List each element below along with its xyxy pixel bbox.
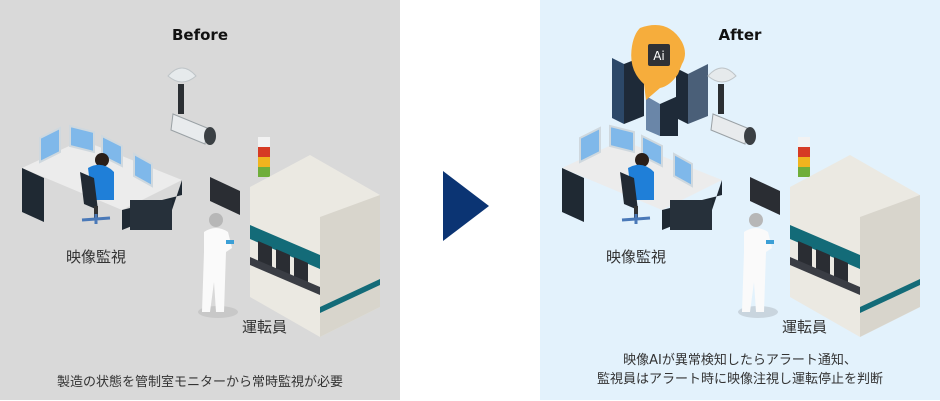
before-title: Before bbox=[171, 26, 228, 44]
after-caption-line2: 監視員はアラート時に映像注視し運転停止を判断 bbox=[596, 372, 883, 387]
ai-chip-label: Ai bbox=[653, 49, 665, 63]
manufacturing-machine-illustration bbox=[750, 137, 920, 337]
monitoring-label: 映像監視 bbox=[606, 248, 667, 266]
after-caption: 映像AIが異常検知したらアラート通知、 監視員はアラート時に映像注視し運転停止を… bbox=[540, 351, 940, 389]
after-caption-line1: 映像AIが異常検知したらアラート通知、 bbox=[623, 353, 857, 368]
operator-label: 運転員 bbox=[782, 318, 828, 336]
manufacturing-machine-illustration bbox=[210, 137, 380, 337]
control-room-desk-illustration bbox=[22, 124, 182, 230]
security-camera-icon bbox=[167, 67, 216, 145]
after-panel: After Ai bbox=[540, 0, 940, 400]
control-room-desk-illustration bbox=[562, 124, 722, 230]
monitoring-label: 映像監視 bbox=[66, 248, 127, 266]
before-caption: 製造の状態を管制室モニターから常時監視が必要 bbox=[56, 375, 343, 390]
security-camera-icon bbox=[707, 67, 756, 145]
after-title: After bbox=[718, 26, 762, 44]
triangle-right-icon bbox=[443, 171, 489, 241]
operator-illustration bbox=[198, 213, 238, 318]
operator-label: 運転員 bbox=[242, 318, 288, 336]
ai-server-illustration: Ai bbox=[612, 25, 708, 136]
before-panel: Before bbox=[0, 0, 400, 400]
operator-illustration bbox=[738, 213, 778, 318]
